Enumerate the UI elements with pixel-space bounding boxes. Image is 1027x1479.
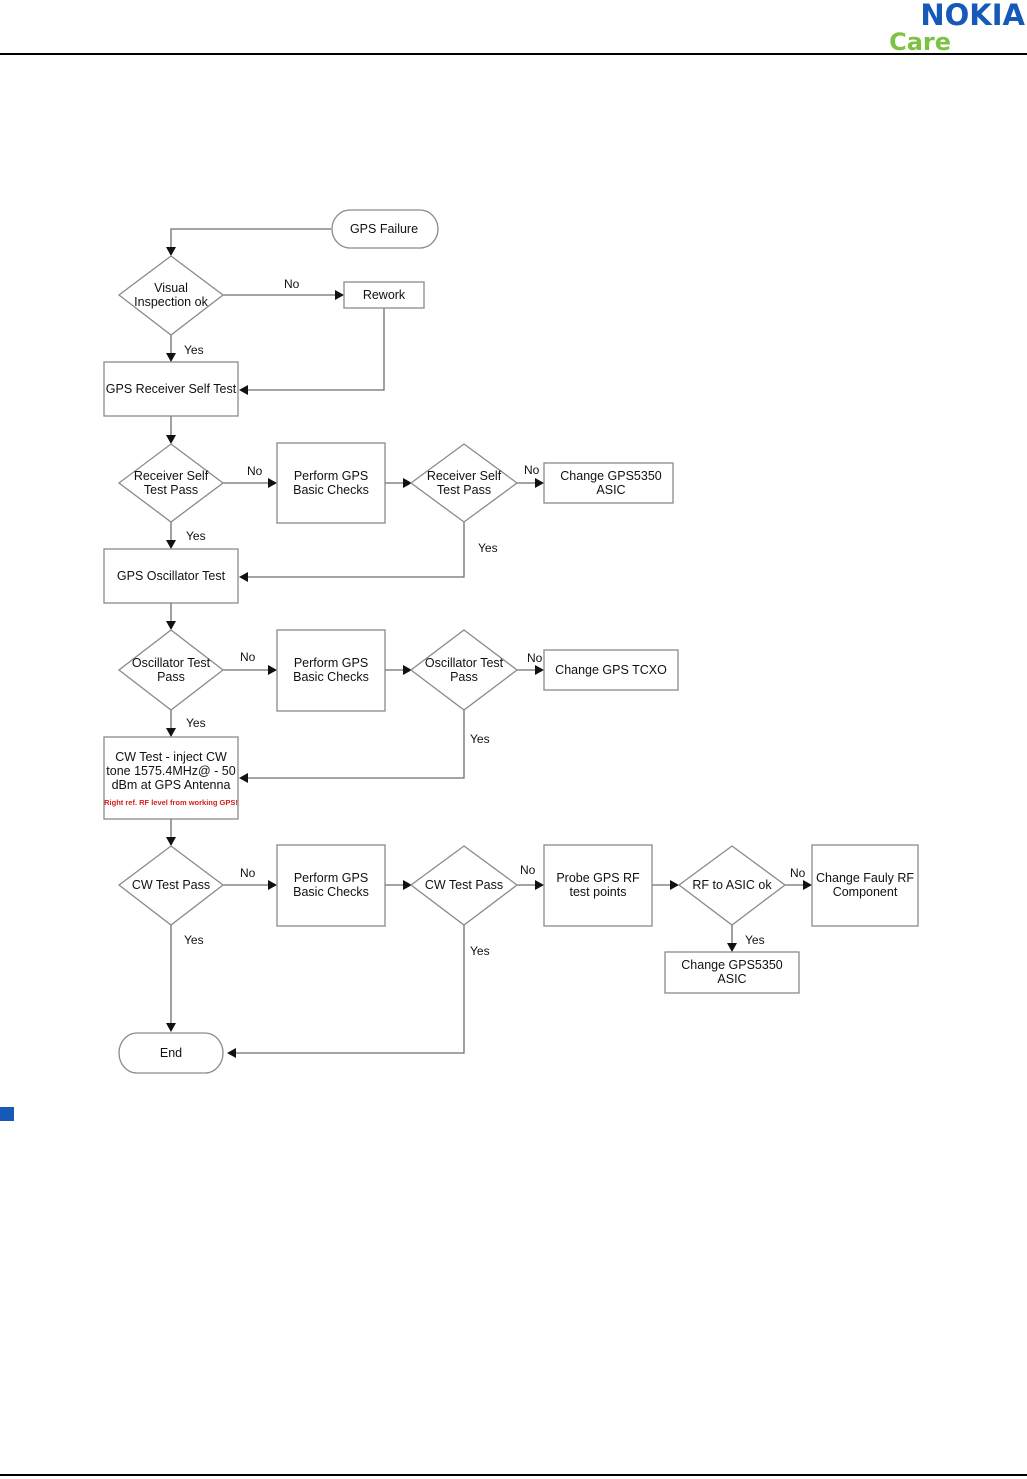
visual-inspection-decision: Visual Inspection ok bbox=[117, 255, 225, 336]
cw-test-label-3: dBm at GPS Antenna bbox=[112, 778, 231, 792]
section-bullet-icon bbox=[0, 1107, 14, 1121]
visual-inspection-label-2: Inspection ok bbox=[134, 295, 208, 309]
logo-care-word: Care bbox=[889, 28, 951, 56]
change-asic-box-2: Change GPS5350 ASIC bbox=[664, 951, 800, 994]
change-asic-1-label-1: Change GPS5350 bbox=[560, 469, 662, 483]
cw-test-label-1: CW Test - inject CW bbox=[115, 750, 227, 764]
oscillator-pass-decision-2: Oscillator Test Pass bbox=[409, 629, 519, 711]
visual-yes-label: Yes bbox=[184, 343, 204, 357]
change-asic-1-label-2: ASIC bbox=[596, 483, 625, 497]
probe-rf-label-2: test points bbox=[570, 885, 627, 899]
receiver-pass-decision-1: Receiver Self Test Pass bbox=[117, 443, 225, 523]
start-terminator: GPS Failure bbox=[331, 209, 439, 249]
cw-pass-1-label: CW Test Pass bbox=[132, 878, 210, 892]
probe-rf-label-1: Probe GPS RF bbox=[556, 871, 640, 885]
receiver-pass-2-label-1: Receiver Self bbox=[427, 469, 502, 483]
visual-no-label: No bbox=[284, 277, 300, 291]
rf-asic-yes-label: Yes bbox=[745, 933, 765, 947]
cw-pass-decision-2: CW Test Pass bbox=[409, 845, 519, 926]
basic-checks-1-label-2: Basic Checks bbox=[293, 483, 369, 497]
cw-test-note: Right ref. RF level from working GPS! bbox=[104, 798, 238, 807]
cw-pass-2-label: CW Test Pass bbox=[425, 878, 503, 892]
receiver-pass-decision-2: Receiver Self Test Pass bbox=[409, 443, 519, 523]
basic-checks-3-label-2: Basic Checks bbox=[293, 885, 369, 899]
basic-checks-2-label-1: Perform GPS bbox=[294, 656, 368, 670]
cw-pass-2-no-label: No bbox=[520, 863, 536, 877]
osc-pass-1-yes-label: Yes bbox=[186, 716, 206, 730]
osc-pass-2-yes-label: Yes bbox=[470, 732, 490, 746]
start-label: GPS Failure bbox=[350, 222, 418, 236]
visual-inspection-label-1: Visual bbox=[154, 281, 188, 295]
receiver-pass-2-no-label: No bbox=[524, 463, 540, 477]
basic-checks-box-1: Perform GPS Basic Checks bbox=[276, 442, 386, 524]
cw-pass-1-yes-label: Yes bbox=[184, 933, 204, 947]
basic-checks-1-label-1: Perform GPS bbox=[294, 469, 368, 483]
change-asic-2-label-1: Change GPS5350 bbox=[681, 958, 783, 972]
rf-asic-decision: RF to ASIC ok bbox=[677, 845, 787, 926]
logo-nokia-word: NOKIA bbox=[920, 0, 1025, 32]
rf-asic-label: RF to ASIC ok bbox=[692, 878, 772, 892]
change-tcxo-label: Change GPS TCXO bbox=[555, 663, 667, 677]
nokia-care-logo: NOKIA Care bbox=[889, 0, 1025, 54]
receiver-self-test-box: GPS Receiver Self Test bbox=[103, 361, 239, 417]
basic-checks-box-3: Perform GPS Basic Checks bbox=[276, 844, 386, 927]
basic-checks-2-label-2: Basic Checks bbox=[293, 670, 369, 684]
receiver-self-test-label: GPS Receiver Self Test bbox=[106, 382, 237, 396]
oscillator-test-box: GPS Oscillator Test bbox=[103, 548, 239, 604]
rf-asic-no-label: No bbox=[790, 866, 806, 880]
receiver-pass-1-no-label: No bbox=[247, 464, 263, 478]
change-tcxo-box: Change GPS TCXO bbox=[543, 649, 679, 691]
footer-rule bbox=[0, 1474, 1027, 1476]
flow-connectors bbox=[170, 228, 804, 1054]
rework-box: Rework bbox=[343, 281, 425, 309]
header-rule bbox=[0, 53, 1027, 55]
osc-pass-1-label-2: Pass bbox=[157, 670, 185, 684]
change-rf-label-2: Component bbox=[833, 885, 898, 899]
osc-pass-1-no-label: No bbox=[240, 650, 256, 664]
rework-label: Rework bbox=[363, 288, 406, 302]
end-label: End bbox=[160, 1046, 182, 1060]
osc-pass-2-no-label: No bbox=[527, 651, 543, 665]
cw-test-label-2: tone 1575.4MHz@ - 50 bbox=[106, 764, 235, 778]
receiver-pass-2-label-2: Test Pass bbox=[437, 483, 491, 497]
probe-rf-box: Probe GPS RF test points bbox=[543, 844, 653, 927]
cw-test-box: CW Test - inject CW tone 1575.4MHz@ - 50… bbox=[103, 736, 239, 820]
receiver-pass-1-label-2: Test Pass bbox=[144, 483, 198, 497]
basic-checks-box-2: Perform GPS Basic Checks bbox=[276, 629, 386, 712]
oscillator-test-label: GPS Oscillator Test bbox=[117, 569, 226, 583]
change-asic-2-label-2: ASIC bbox=[717, 972, 746, 986]
basic-checks-3-label-1: Perform GPS bbox=[294, 871, 368, 885]
osc-pass-1-label-1: Oscillator Test bbox=[132, 656, 211, 670]
cw-pass-decision-1: CW Test Pass bbox=[117, 845, 225, 926]
oscillator-pass-decision-1: Oscillator Test Pass bbox=[117, 629, 225, 711]
osc-pass-2-label-2: Pass bbox=[450, 670, 478, 684]
cw-pass-1-no-label: No bbox=[240, 866, 256, 880]
receiver-pass-1-yes-label: Yes bbox=[186, 529, 206, 543]
change-rf-box: Change Fauly RF Component bbox=[811, 844, 919, 927]
flow-arrowheads bbox=[166, 247, 812, 1058]
receiver-pass-1-label-1: Receiver Self bbox=[134, 469, 209, 483]
cw-pass-2-yes-label: Yes bbox=[470, 944, 490, 958]
receiver-pass-2-yes-label: Yes bbox=[478, 541, 498, 555]
end-terminator: End bbox=[118, 1032, 224, 1074]
osc-pass-2-label-1: Oscillator Test bbox=[425, 656, 504, 670]
change-asic-box-1: Change GPS5350 ASIC bbox=[543, 462, 674, 504]
change-rf-label-1: Change Fauly RF bbox=[816, 871, 914, 885]
